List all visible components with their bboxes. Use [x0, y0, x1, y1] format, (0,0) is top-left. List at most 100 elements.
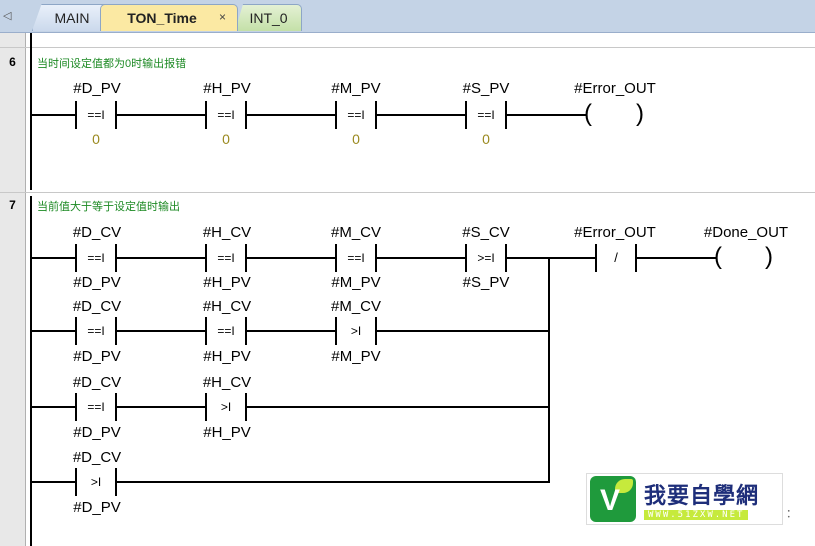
logo-emblem-icon: V [590, 476, 636, 522]
contact-bar [75, 317, 77, 345]
contact-bar [505, 244, 507, 272]
tab-int0[interactable]: INT_0 [235, 4, 302, 31]
contact-bar [375, 101, 377, 129]
contact-bar [205, 393, 207, 421]
contact-operand-bottom: #M_PV [331, 348, 381, 365]
wire [247, 114, 335, 116]
wire [32, 114, 76, 116]
contact-bar [115, 393, 117, 421]
wire [507, 114, 586, 116]
tab-scroll-left-icon[interactable]: ◁ [3, 10, 12, 22]
network-7-comment[interactable]: 当前值大于等于设定值时输出 [37, 201, 180, 213]
tab-ton-time-label: TON_Time [127, 10, 197, 26]
contact-bar [115, 244, 117, 272]
wire [247, 406, 550, 408]
contact-operand-bottom: 0 [222, 131, 230, 147]
wire [117, 330, 205, 332]
contact-bar [335, 244, 337, 272]
contact-operand-bottom: #H_PV [203, 274, 251, 291]
contact-bar [75, 101, 77, 129]
contact-bar [375, 317, 377, 345]
contact-operand-top: #H_PV [203, 80, 251, 97]
contact-bar [205, 101, 207, 129]
power-rail [30, 33, 32, 190]
wire [117, 406, 205, 408]
contact-operand-top: #M_PV [331, 80, 381, 97]
contact-bar [245, 101, 247, 129]
wire [247, 330, 335, 332]
contact-operand-bottom: #D_PV [73, 499, 121, 516]
contact-operator: ==I [217, 251, 235, 265]
contact-operator: / [614, 250, 618, 265]
wire [377, 114, 465, 116]
contact-operator: >=I [477, 251, 495, 265]
contact-operator: ==I [87, 108, 105, 122]
contact-bar [505, 101, 507, 129]
contact-operand-top: #M_CV [330, 224, 382, 241]
wire [247, 257, 335, 259]
wire [32, 330, 76, 332]
logo-brand-text: 我要自學網 [644, 483, 760, 508]
contact-operand-bottom: 0 [482, 131, 490, 147]
contact-operator: ==I [87, 324, 105, 338]
network-6-comment[interactable]: 当时间设定值都为0时输出报错 [37, 58, 187, 70]
contact-bar [245, 244, 247, 272]
contact-operand-bottom: #M_PV [331, 274, 381, 291]
contact-operator: ==I [477, 108, 495, 122]
contact-bar [595, 244, 597, 272]
contact-bar [465, 101, 467, 129]
contact-bar [75, 244, 77, 272]
leaf-icon [615, 479, 633, 493]
contact-bar [75, 393, 77, 421]
wire [117, 481, 550, 483]
contact-operand-bottom: #D_PV [73, 348, 121, 365]
network-separator [0, 47, 815, 48]
contact-operator: >I [220, 400, 232, 414]
contact-operator: ==I [87, 400, 105, 414]
close-icon[interactable]: × [218, 10, 226, 24]
logo-trailing-mark: ： [786, 508, 797, 520]
contact-operand-top: #M_CV [330, 298, 382, 315]
contact-operand-bottom: #S_PV [462, 274, 510, 291]
contact-operand-top: #S_CV [462, 224, 510, 241]
contact-operand-bottom: #D_PV [73, 274, 121, 291]
coil-right-paren-icon: ) [636, 100, 644, 127]
coil-right-paren-icon: ) [765, 243, 773, 270]
contact-bar [635, 244, 637, 272]
contact-operand-bottom: #D_PV [73, 424, 121, 441]
contact-bar [205, 244, 207, 272]
tab-ton-time[interactable]: TON_Time × [100, 4, 238, 31]
network-separator [0, 192, 815, 193]
contact-operator: ==I [87, 251, 105, 265]
contact-operand-top: #D_CV [72, 449, 122, 466]
contact-operand-top: #S_PV [462, 80, 510, 97]
wire [117, 257, 205, 259]
contact-operator: ==I [217, 324, 235, 338]
contact-operator: >I [350, 324, 362, 338]
contact-operand-top: #D_CV [72, 298, 122, 315]
contact-operand-bottom: 0 [92, 131, 100, 147]
contact-operand-top: #D_CV [72, 224, 122, 241]
network-gutter [0, 33, 26, 546]
contact-operand-top: #Error_OUT [574, 224, 656, 241]
contact-operand-bottom: #H_PV [203, 348, 251, 365]
contact-operator: ==I [347, 108, 365, 122]
contact-bar [115, 317, 117, 345]
contact-bar [75, 468, 77, 496]
network-7-number: 7 [9, 198, 16, 212]
contact-operand-top: #H_CV [202, 374, 252, 391]
tab-bar: ◁ MAIN INT_0 TON_Time × [0, 0, 815, 33]
contact-operand-top: #D_CV [72, 374, 122, 391]
wire [32, 406, 76, 408]
wire [117, 114, 205, 116]
wire [377, 330, 550, 332]
contact-bar [335, 101, 337, 129]
contact-bar [205, 317, 207, 345]
contact-bar [335, 317, 337, 345]
contact-operand-top: #D_PV [73, 80, 121, 97]
contact-operator: ==I [217, 108, 235, 122]
wire [637, 257, 717, 259]
tab-main[interactable]: MAIN [32, 4, 112, 31]
contact-operand-top: #H_CV [202, 298, 252, 315]
contact-bar [465, 244, 467, 272]
